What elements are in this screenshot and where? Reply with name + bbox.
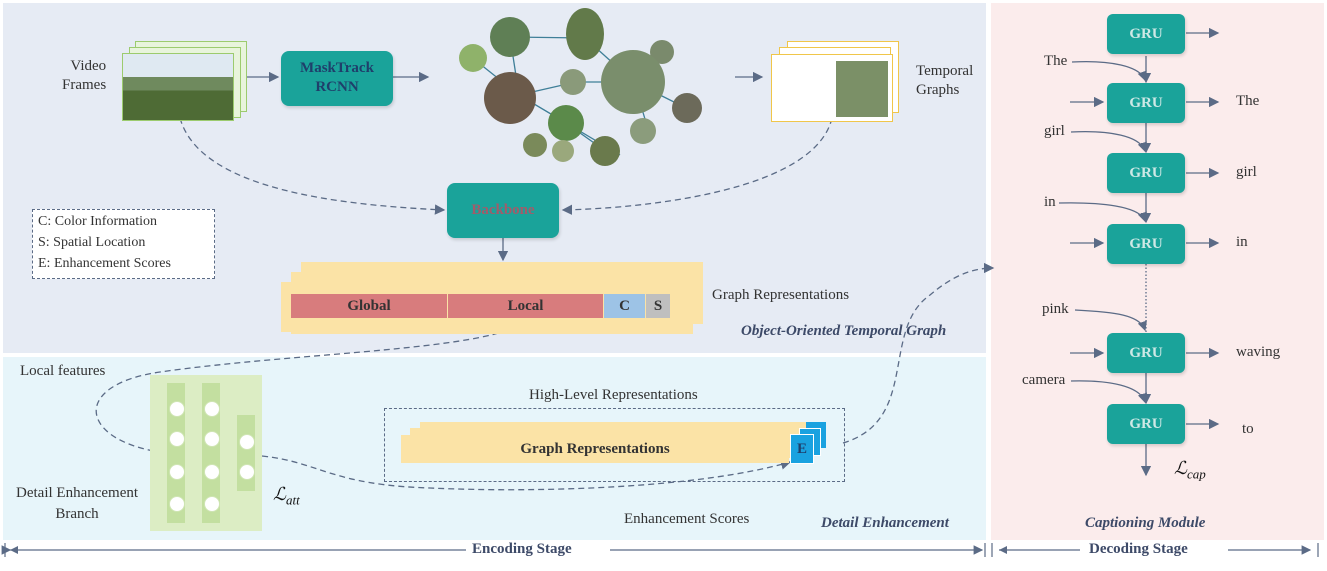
loss-att: ℒatt [273, 484, 300, 509]
captioning-module-title: Captioning Module [1085, 515, 1206, 531]
loss-cap-subscript: cap [1186, 466, 1206, 482]
decoding-stage-label: Decoding Stage [1083, 541, 1194, 558]
temporal-graph-frame [771, 54, 893, 122]
otg-title: Object-Oriented Temporal Graph [741, 323, 947, 339]
legend-color-info: C: Color Information [38, 214, 157, 229]
hl-graph-representations: Graph Representations [401, 435, 789, 463]
video-frames-label: Video Frames [62, 58, 107, 93]
loss-att-subscript: att [285, 492, 300, 508]
object-node [672, 93, 702, 123]
branch-label: Detail Enhancement Branch [16, 485, 139, 522]
output-word: girl [1236, 164, 1257, 180]
nn-node [169, 496, 185, 512]
nn-node [204, 401, 220, 417]
gru-block-3: GRU [1107, 153, 1185, 193]
encoding-stage-label: Encoding Stage [466, 541, 578, 558]
gru-block-6: GRU [1107, 404, 1185, 444]
video-frame-image [122, 53, 234, 121]
detail-enhancement-title: Detail Enhancement [821, 515, 949, 531]
e-block: E [790, 434, 814, 464]
output-word: to [1242, 421, 1254, 437]
object-node [630, 118, 656, 144]
local-features-label: Local features [20, 363, 106, 379]
nn-node [204, 431, 220, 447]
loss-cap-symbol: ℒ [1174, 458, 1187, 478]
gru-block-5: GRU [1107, 333, 1185, 373]
gru-block-1: GRU [1107, 14, 1185, 54]
loss-cap: ℒcap [1174, 458, 1206, 483]
nn-node [239, 464, 255, 480]
loss-att-symbol: ℒ [273, 484, 286, 504]
global-segment: Global [291, 294, 447, 318]
legend-box: C: Color Information S: Spatial Location… [32, 209, 215, 279]
object-node [601, 50, 665, 114]
temporal-graph-image [836, 61, 888, 117]
object-node [490, 17, 530, 57]
object-node [523, 133, 547, 157]
temporal-graphs-label: Temporal Graphs [916, 63, 974, 98]
nn-node [169, 431, 185, 447]
input-word: pink [1042, 301, 1069, 317]
object-node [459, 44, 487, 72]
nn-node [169, 401, 185, 417]
input-word: in [1044, 194, 1056, 210]
legend-enhancement-scores: E: Enhancement Scores [38, 256, 171, 271]
color-segment: C [604, 294, 645, 318]
backbone-block: Backbone [447, 183, 559, 238]
object-node [484, 72, 536, 124]
legend-spatial-location: S: Spatial Location [38, 235, 146, 250]
output-word: waving [1236, 344, 1281, 360]
nn-node [169, 464, 185, 480]
object-node [560, 69, 586, 95]
object-node [552, 140, 574, 162]
nn-node [204, 464, 220, 480]
enhancement-scores-label: Enhancement Scores [624, 511, 750, 527]
object-node [566, 8, 604, 60]
nn-layer-1 [167, 383, 185, 523]
object-node [548, 105, 584, 141]
gru-block-2: GRU [1107, 83, 1185, 123]
output-word: in [1236, 234, 1248, 250]
spatial-segment: S [646, 294, 670, 318]
input-word: camera [1022, 372, 1066, 388]
input-word: The [1044, 53, 1068, 69]
input-word: girl [1044, 123, 1065, 139]
nn-node [204, 496, 220, 512]
graph-representations-label: Graph Representations [712, 287, 850, 303]
high-level-representations-label: High-Level Representations [529, 387, 698, 403]
high-level-box [384, 408, 845, 482]
masktrack-rcnn-block: MaskTrack RCNN [281, 51, 393, 106]
output-word: The [1236, 93, 1260, 109]
nn-node [239, 434, 255, 450]
gru-block-4: GRU [1107, 224, 1185, 264]
local-segment: Local [448, 294, 603, 318]
nn-layer-2 [202, 383, 220, 523]
object-node [590, 136, 620, 166]
